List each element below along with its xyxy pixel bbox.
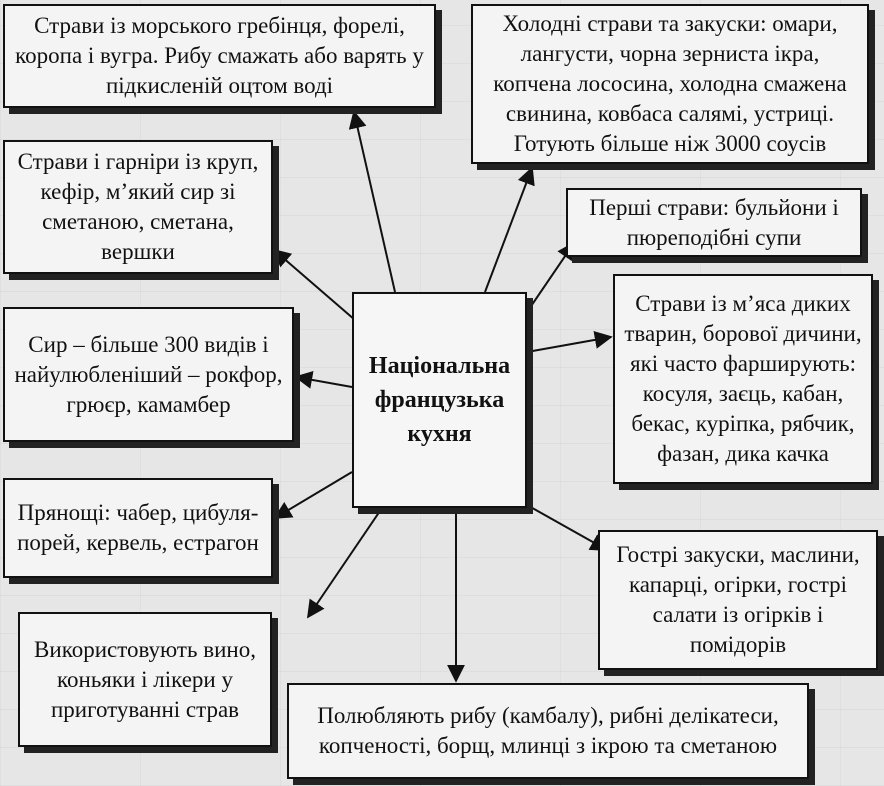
box-spicy-snacks-text: Гострі закуски, маслини, капарці, огірки… [616,542,860,657]
box-first-courses: Перші страви: бульйони і пюреподібні суп… [566,188,862,257]
box-cereals-dairy: Страви і гарніри із круп, кефір, м’який … [3,140,273,274]
box-fish-delicacies: Полюбляють рибу (камбалу), рибні делікат… [287,683,809,779]
box-cereals-dairy-text: Страви і гарніри із круп, кефір, м’який … [17,149,259,264]
box-game-meat: Страви із м’яса диких тварин, борової ди… [613,274,873,484]
center-node-national-french-cuisine: Національна французька кухня [352,292,527,508]
box-spicy-snacks: Гострі закуски, маслини, капарці, огірки… [598,530,878,670]
box-spices-text: Прянощі: чабер, цибуля-порей, кервель, е… [17,500,259,555]
box-cold-dishes: Холодні страви та закуски: омари, лангус… [471,4,869,164]
box-cheese-text: Сир – більше 300 видів і найулюбленіший … [14,331,283,417]
box-seafood-fish: Страви із морського гребінця, форелі, ко… [3,4,436,108]
box-cold-dishes-text: Холодні страви та закуски: омари, лангус… [493,11,847,156]
box-fish-delicacies-text: Полюбляють рибу (камбалу), рибні делікат… [317,703,779,758]
box-wine-text: Використовують вино, коньяки і лікери у … [34,636,256,722]
box-wine: Використовують вино, коньяки і лікери у … [18,612,272,747]
box-seafood-fish-text: Страви із морського гребінця, форелі, ко… [15,13,424,98]
box-first-courses-text: Перші страви: бульйони і пюреподібні суп… [589,194,839,250]
box-cheese: Сир – більше 300 видів і найулюбленіший … [3,307,294,442]
box-spices: Прянощі: чабер, цибуля-порей, кервель, е… [3,478,273,578]
center-label: Національна французька кухня [368,353,511,447]
box-game-meat-text: Страви із м’яса диких тварин, борової ди… [624,291,862,466]
